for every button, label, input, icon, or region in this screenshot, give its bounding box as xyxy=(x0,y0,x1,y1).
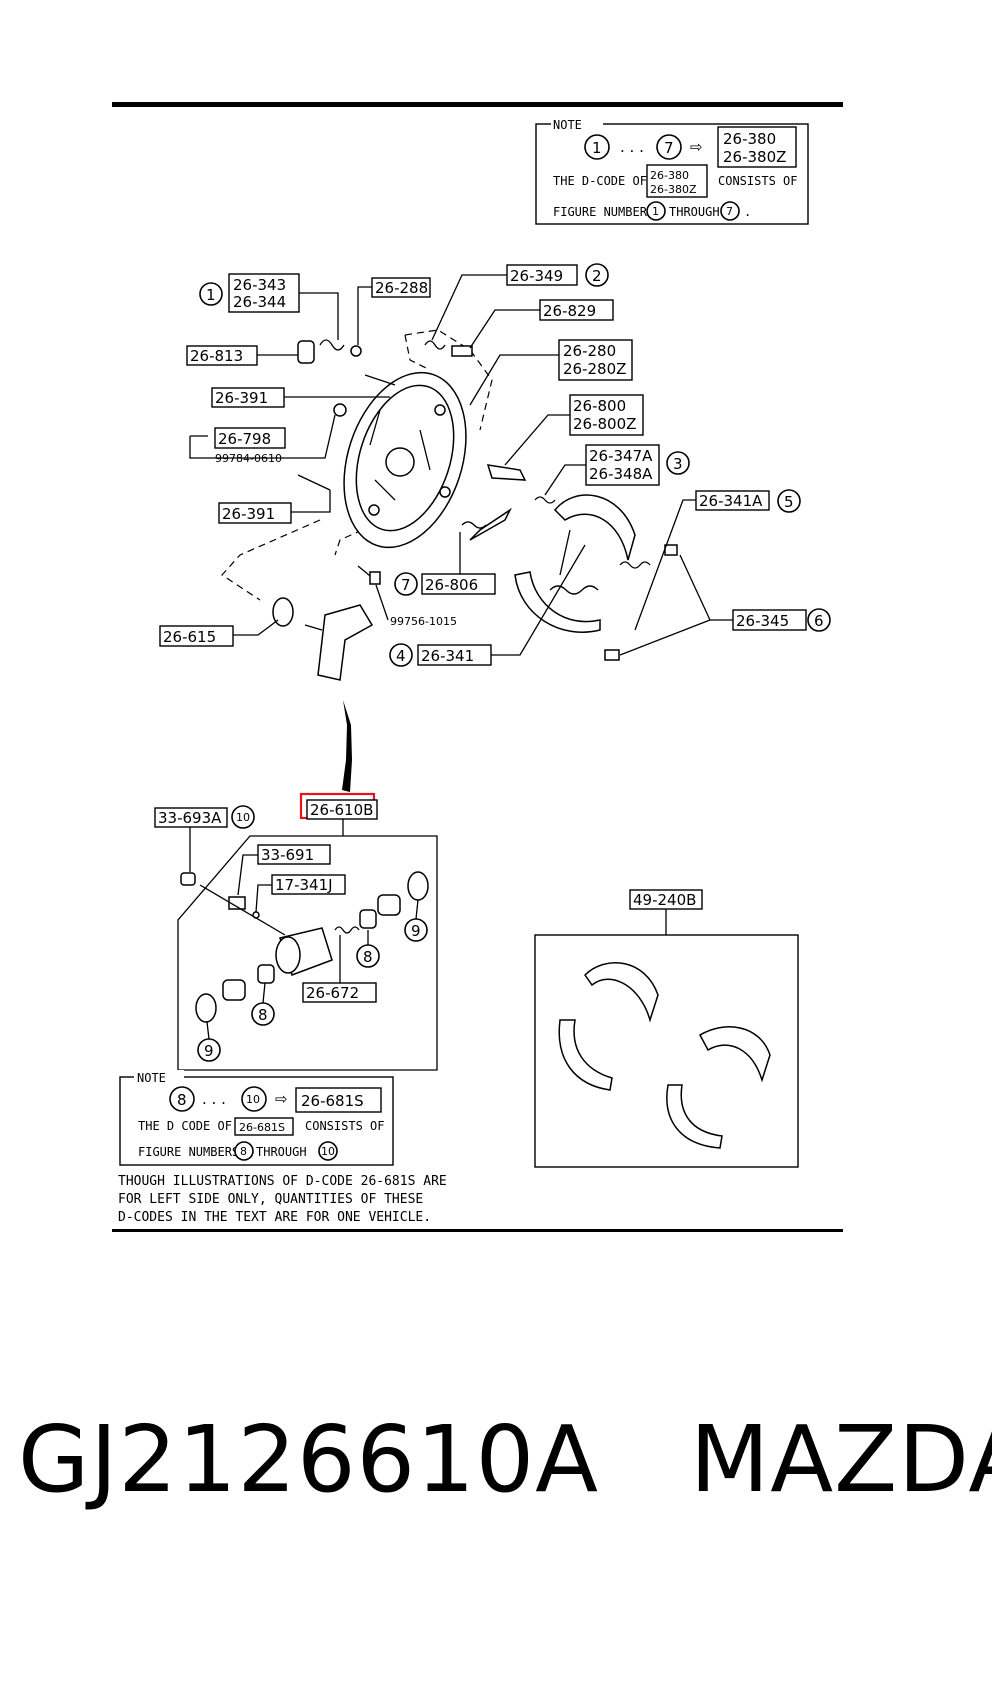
note-bottom-line1-prefix: THE D CODE OF xyxy=(138,1119,232,1133)
svg-text:26-380Z: 26-380Z xyxy=(650,183,697,196)
footnote-line-1: THOUGH ILLUSTRATIONS OF D-CODE 26-681S A… xyxy=(118,1174,447,1189)
caption: GJ2126610A MAZDA xyxy=(18,1390,992,1530)
note-top-title: NOTE xyxy=(553,118,582,132)
callout-1: 1 xyxy=(206,286,216,304)
note-bottom-start: 8 xyxy=(177,1091,187,1109)
svg-text:. . .: . . . xyxy=(620,138,644,156)
label-26-813: 26-813 xyxy=(190,347,243,365)
caption-part-number: GJ2126610A xyxy=(18,1406,600,1513)
note-top-line2-prefix: FIGURE NUMBERS xyxy=(553,205,654,219)
label-99784-0610: 99784-0610 xyxy=(215,452,282,465)
callout-9-lower: 9 xyxy=(204,1042,214,1060)
label-26-341a: 26-341A xyxy=(699,492,763,510)
note-top-line1-suffix: CONSISTS OF xyxy=(718,174,797,188)
caption-brand: MAZDA xyxy=(689,1406,992,1513)
callout-2: 2 xyxy=(592,267,602,285)
label-26-280z: 26-280Z xyxy=(563,360,626,378)
label-33-693a: 33-693A xyxy=(158,809,222,827)
label-99756-1015: 99756-1015 xyxy=(390,615,457,628)
note-bottom-end: 10 xyxy=(246,1093,260,1106)
label-26-349: 26-349 xyxy=(510,267,563,285)
label-26-806: 26-806 xyxy=(425,576,478,594)
note-top-code-1: 26-380 xyxy=(723,130,776,148)
label-26-800: 26-800 xyxy=(573,397,626,415)
callout-7: 7 xyxy=(401,576,411,594)
note-top-line2-mid: THROUGH xyxy=(669,205,720,219)
callout-9-upper: 9 xyxy=(411,922,421,940)
note-top-start: 1 xyxy=(592,139,602,157)
footnote-line-3: D-CODES IN THE TEXT ARE FOR ONE VEHICLE. xyxy=(118,1210,431,1225)
label-26-288: 26-288 xyxy=(375,279,428,297)
svg-text:. . .: . . . xyxy=(202,1090,226,1108)
brake-shoe-kit-section: 49-240B xyxy=(534,889,799,1168)
label-26-391-lower: 26-391 xyxy=(222,505,275,523)
label-33-691: 33-691 xyxy=(261,846,314,864)
label-26-344: 26-344 xyxy=(233,293,286,311)
label-26-280: 26-280 xyxy=(563,342,616,360)
callout-3: 3 xyxy=(673,455,683,473)
label-26-343: 26-343 xyxy=(233,276,286,294)
note-bottom-line1-suffix: CONSISTS OF xyxy=(305,1119,384,1133)
svg-text:26-681S: 26-681S xyxy=(239,1121,285,1134)
note-top: NOTE 1 . . . 7 ⇨ 26-380 26-380Z THE D-CO… xyxy=(535,116,809,225)
label-26-615: 26-615 xyxy=(163,628,216,646)
upper-labels: 1 26-343 26-344 26-288 26-349 2 26-829 2… xyxy=(159,263,831,667)
callout-8-upper: 8 xyxy=(363,948,373,966)
note-top-end: 7 xyxy=(664,139,674,157)
svg-text:7: 7 xyxy=(726,205,733,218)
label-26-798: 26-798 xyxy=(218,430,271,448)
bottom-rule xyxy=(112,1229,843,1232)
footnote-line-2: FOR LEFT SIDE ONLY, QUANTITIES OF THESE xyxy=(118,1192,423,1207)
note-top-line1-prefix: THE D-CODE OF xyxy=(553,174,647,188)
callout-8-lower: 8 xyxy=(258,1006,268,1024)
svg-text:.: . xyxy=(744,205,751,219)
note-bottom-title: NOTE xyxy=(137,1071,166,1085)
footnote: THOUGH ILLUSTRATIONS OF D-CODE 26-681S A… xyxy=(118,1174,447,1225)
label-26-391-upper: 26-391 xyxy=(215,389,268,407)
svg-text:8: 8 xyxy=(240,1145,247,1158)
label-26-672: 26-672 xyxy=(306,984,359,1002)
label-26-347a: 26-347A xyxy=(589,447,653,465)
svg-text:26-380: 26-380 xyxy=(650,169,689,182)
note-bottom-code: 26-681S xyxy=(301,1092,364,1110)
note-top-code-2: 26-380Z xyxy=(723,148,786,166)
label-26-800z: 26-800Z xyxy=(573,415,636,433)
label-49-240b: 49-240B xyxy=(633,891,696,909)
callout-5: 5 xyxy=(784,493,794,511)
callout-10: 10 xyxy=(236,811,250,824)
svg-text:⇨: ⇨ xyxy=(275,1090,288,1108)
label-17-341j: 17-341J xyxy=(275,876,333,894)
note-bottom-line2-mid: THROUGH xyxy=(256,1145,307,1159)
label-26-345: 26-345 xyxy=(736,612,789,630)
note-bottom: NOTE 8 . . . 10 ⇨ 26-681S THE D CODE OF … xyxy=(119,1070,394,1166)
svg-text:10: 10 xyxy=(321,1145,335,1158)
top-rule xyxy=(112,102,843,107)
svg-text:1: 1 xyxy=(652,205,659,218)
note-bottom-line2-prefix: FIGURE NUMBERS xyxy=(138,1145,239,1159)
label-26-610b: 26-610B xyxy=(310,801,373,819)
label-26-341: 26-341 xyxy=(421,647,474,665)
backing-plate-illustration xyxy=(221,329,678,792)
label-26-829: 26-829 xyxy=(543,302,596,320)
wheel-cylinder-section: 26-610B 33-693A 10 33-691 17-341J 26-672 xyxy=(154,792,438,1071)
callout-6: 6 xyxy=(814,612,824,630)
label-26-348a: 26-348A xyxy=(589,465,653,483)
svg-text:⇨: ⇨ xyxy=(690,138,703,156)
callout-4: 4 xyxy=(396,647,406,665)
